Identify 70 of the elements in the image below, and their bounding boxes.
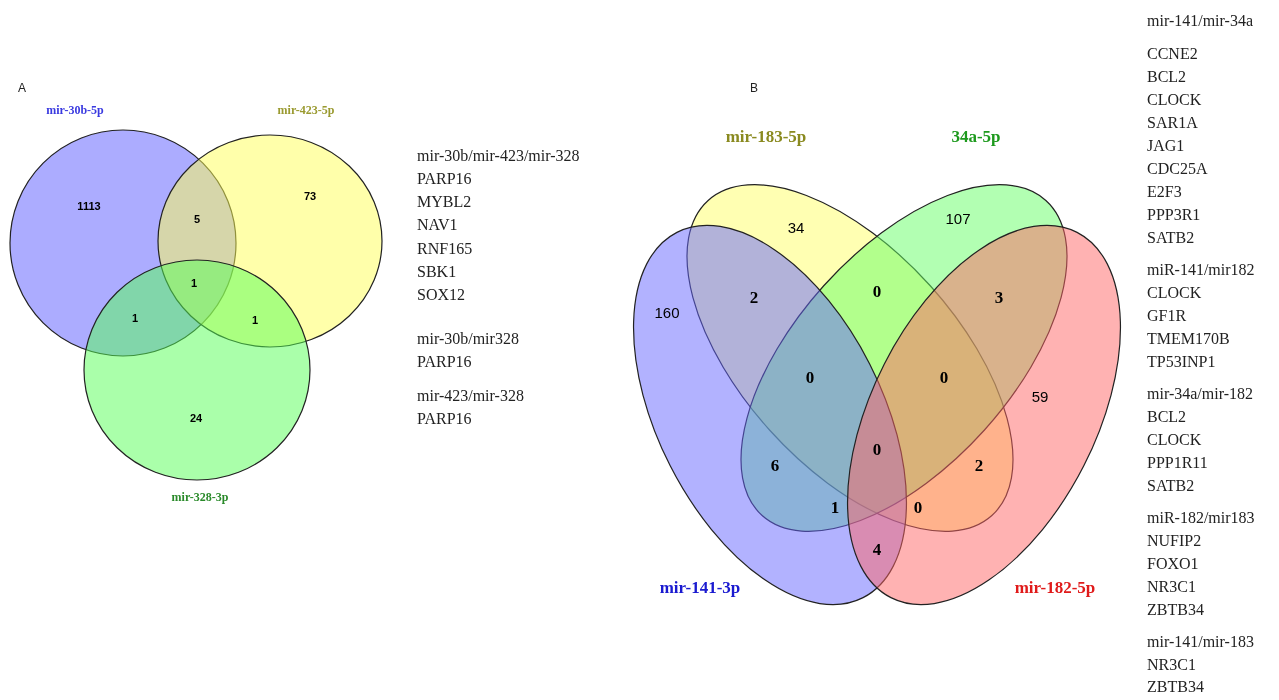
gene-name: FOXO1 — [1147, 556, 1199, 572]
set-label: mir-183-5p — [725, 127, 807, 145]
group-heading: miR-182/mir183 — [1147, 510, 1255, 526]
count-value: 1113 — [77, 200, 101, 212]
count-value: 0 — [872, 440, 882, 458]
group-heading: mir-34a/mir-182 — [1147, 386, 1253, 402]
gene-name: NUFIP2 — [1147, 533, 1202, 549]
gene-name: TMEM170B — [1147, 331, 1230, 347]
gene-name: TP53INP1 — [1147, 354, 1216, 370]
count-value: 5 — [193, 213, 201, 225]
group-heading: mir-141/mir-183 — [1147, 634, 1254, 650]
set-label: mir-423-5p — [277, 104, 335, 116]
panel-letter: B — [750, 82, 758, 94]
set-label: 34a-5p — [951, 127, 1001, 145]
gene-name: SOX12 — [417, 287, 465, 303]
set-label: mir-182-5p — [1014, 578, 1096, 596]
gene-name: SATB2 — [1147, 230, 1195, 246]
group-heading: miR-141/mir182 — [1147, 262, 1255, 278]
group-heading: mir-30b/mir328 — [417, 331, 519, 347]
count-value: 34 — [787, 219, 805, 235]
gene-name: RNF165 — [417, 241, 473, 257]
gene-name: SBK1 — [417, 264, 457, 280]
count-value: 4 — [872, 540, 882, 558]
gene-name: SATB2 — [1147, 478, 1195, 494]
group-heading: mir-141/mir-34a — [1147, 13, 1253, 29]
count-value: 160 — [654, 304, 680, 320]
count-value: 1 — [830, 498, 840, 516]
count-value: 2 — [974, 456, 984, 474]
count-value: 6 — [770, 456, 780, 474]
gene-name: BCL2 — [1147, 409, 1187, 425]
gene-name: PPP3R1 — [1147, 207, 1201, 223]
gene-name: CLOCK — [1147, 285, 1202, 301]
set-label: mir-30b-5p — [46, 104, 104, 116]
count-value: 107 — [945, 210, 971, 226]
gene-name: PARP16 — [417, 171, 472, 187]
gene-name: CLOCK — [1147, 432, 1202, 448]
gene-name: CDC25A — [1147, 161, 1208, 177]
set-label: mir-328-3p — [171, 491, 229, 503]
gene-name: SAR1A — [1147, 115, 1198, 131]
count-value: 3 — [994, 288, 1004, 306]
gene-name: JAG1 — [1147, 138, 1185, 154]
count-value: 1 — [251, 314, 259, 326]
gene-name: NR3C1 — [1147, 579, 1196, 595]
count-value: 0 — [872, 282, 882, 300]
group-heading: mir-423/mir-328 — [417, 388, 524, 404]
gene-name: PPP1R11 — [1147, 455, 1208, 471]
count-value: 59 — [1031, 388, 1049, 404]
count-value: 1 — [190, 277, 198, 289]
gene-name: BCL2 — [1147, 69, 1187, 85]
gene-name: PARP16 — [417, 411, 472, 427]
group-heading: mir-30b/mir-423/mir-328 — [417, 148, 580, 164]
count-value: 0 — [805, 368, 815, 386]
count-value: 73 — [303, 190, 317, 202]
count-value: 0 — [913, 498, 923, 516]
gene-name: GF1R — [1147, 308, 1187, 324]
gene-name: NAV1 — [417, 217, 458, 233]
panel-letter: A — [18, 82, 26, 94]
gene-name: CLOCK — [1147, 92, 1202, 108]
count-value: 0 — [939, 368, 949, 386]
gene-name: ZBTB34 — [1147, 602, 1204, 618]
gene-name: PARP16 — [417, 354, 472, 370]
count-value: 1 — [131, 312, 139, 324]
gene-name: CCNE2 — [1147, 46, 1198, 62]
set-label: mir-141-3p — [659, 578, 741, 596]
gene-name: MYBL2 — [417, 194, 472, 210]
count-value: 24 — [189, 412, 203, 424]
gene-name: ZBTB34 — [1147, 679, 1204, 695]
gene-name: NR3C1 — [1147, 657, 1196, 673]
count-value: 2 — [749, 288, 759, 306]
gene-name: E2F3 — [1147, 184, 1182, 200]
